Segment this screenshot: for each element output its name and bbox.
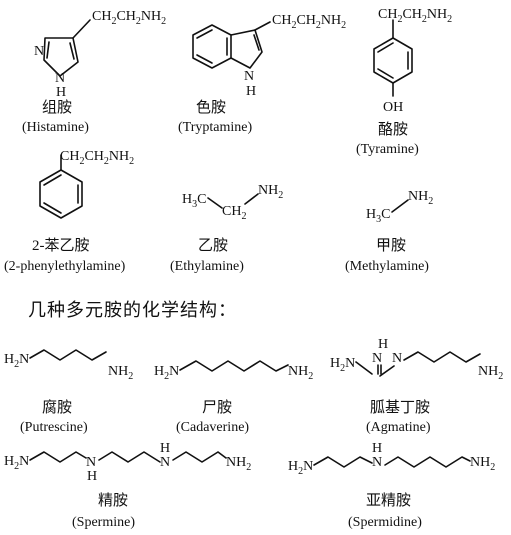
histamine-sidechain: CH2CH2NH2 (92, 9, 166, 27)
spermidine-chain-1 (313, 456, 373, 468)
agmatine-h-label: H (378, 337, 388, 352)
cadaverine-h2n: H2N (154, 364, 179, 382)
spermine-cn-name: 精胺 (98, 492, 128, 509)
ethylamine-h3c: H3C (182, 192, 206, 210)
spermidine-structure: H2N H N NH2 亚精胺 (Spermidine) (288, 441, 495, 530)
benzene-inner-bond-3 (377, 68, 394, 79)
ethylamine-cn-name: 乙胺 (198, 237, 228, 254)
indole-pyrrole-ring (230, 29, 263, 69)
ring-double-bond-2 (69, 42, 75, 60)
ethylamine-bond-1 (207, 197, 223, 209)
ethylamine-bond-2 (244, 193, 259, 205)
histamine-cn-name: 组胺 (42, 99, 72, 116)
putrescine-chain (29, 349, 107, 361)
spermine-n-left: N (86, 455, 96, 470)
putrescine-structure: H2N NH2 腐胺 (Putrescine) (4, 349, 133, 435)
agmatine-bond-1 (355, 361, 373, 375)
histamine-en-name: (Histamine) (22, 120, 89, 135)
ring-double-bond (46, 41, 50, 59)
tryptamine-en-name: (Tryptamine) (178, 120, 252, 135)
tyramine-en-name: (Tyramine) (356, 142, 419, 157)
spermine-chain-3 (172, 451, 227, 463)
agmatine-cn-name: 胍基丁胺 (370, 399, 430, 416)
agmatine-en-name: (Agmatine) (366, 420, 431, 435)
tryptamine-cn-name: 色胺 (196, 99, 226, 116)
imidazole-ring (43, 37, 79, 77)
tyramine-sidechain: CH2CH2NH2 (378, 7, 452, 25)
histamine-ring-nh: N (55, 71, 65, 86)
spermidine-h2n: H2N (288, 459, 313, 477)
tryptamine-structure: CH2CH2NH2 N H 色胺 (Tryptamine) (178, 13, 346, 135)
methylamine-cn-name: 甲胺 (376, 237, 406, 254)
pyrrole-double-bond (253, 34, 260, 51)
phenylethylamine-cn-name: 2-苯乙胺 (32, 237, 90, 254)
tyramine-oh: OH (383, 100, 403, 115)
spermidine-n: N (372, 455, 382, 470)
benzene-inner-bond-1 (377, 42, 394, 53)
ethylamine-nh2: NH2 (258, 183, 283, 201)
cadaverine-en-name: (Cadaverine) (176, 420, 249, 435)
benzene-inner-bond-3 (196, 54, 213, 64)
histamine-ring-n: N (34, 44, 44, 59)
methylamine-nh2: NH2 (408, 189, 433, 207)
sidechain-bond (72, 19, 91, 39)
tyramine-structure: CH2CH2NH2 OH 酪胺 (Tyramine) (356, 7, 452, 157)
putrescine-en-name: (Putrescine) (20, 420, 88, 435)
methylamine-h3c: H3C (366, 207, 390, 225)
agmatine-structure: H N H2N N NH2 胍基丁胺 (Agmatine) (330, 337, 503, 435)
spermidine-h: H (372, 441, 382, 456)
spermine-h-left: H (87, 469, 97, 484)
indole-benzene-ring (192, 24, 232, 69)
agmatine-chain (403, 351, 481, 363)
putrescine-h2n: H2N (4, 352, 29, 370)
phenylethylamine-en-name: (2-phenylethylamine) (4, 259, 126, 274)
benzene-inner-bond-1 (43, 174, 62, 186)
agmatine-nh-label: N (372, 351, 382, 366)
phenylethylamine-sidechain: CH2CH2NH2 (60, 149, 134, 167)
cadaverine-structure: H2N NH2 尸胺 (Cadaverine) (154, 360, 313, 435)
spermine-structure: H2N N H H N NH2 精胺 (Spermine) (4, 441, 251, 530)
tyramine-cn-name: 酪胺 (378, 121, 408, 138)
agmatine-nh2: NH2 (478, 364, 503, 382)
spermidine-chain-2 (384, 456, 471, 468)
spermidine-en-name: (Spermidine) (348, 515, 422, 530)
ethylamine-structure: H3C CH2 NH2 乙胺 (Ethylamine) (170, 183, 283, 274)
cadaverine-nh2: NH2 (288, 364, 313, 382)
histamine-structure: CH2CH2NH2 N N H 组胺 (Histamine) (22, 9, 166, 135)
spermine-h2n: H2N (4, 454, 29, 472)
agmatine-n-label: N (392, 351, 402, 366)
spermine-chain-2 (98, 451, 161, 463)
methylamine-en-name: (Methylamine) (345, 259, 429, 274)
ethylamine-ch2: CH2 (222, 204, 246, 222)
agmatine-bond-2 (379, 365, 395, 377)
agmatine-h2n-top: H2N (330, 356, 355, 374)
putrescine-cn-name: 腐胺 (42, 398, 72, 416)
spermine-en-name: (Spermine) (72, 515, 135, 530)
ethylamine-en-name: (Ethylamine) (170, 259, 244, 274)
spermine-n-right: N (160, 455, 170, 470)
spermidine-nh2: NH2 (470, 455, 495, 473)
sidechain-bond (254, 21, 271, 31)
spermine-nh2: NH2 (226, 455, 251, 473)
tryptamine-ring-h: H (246, 84, 256, 99)
benzene-ring (39, 169, 83, 219)
benzene-ring (373, 37, 413, 84)
benzene-inner-bond-3 (43, 202, 62, 214)
benzene-inner-bond-1 (196, 29, 213, 39)
methylamine-bond (391, 199, 409, 213)
tryptamine-sidechain: CH2CH2NH2 (272, 13, 346, 31)
phenylethylamine-structure: CH2CH2NH2 2-苯乙胺 (2-phenylethylamine) (4, 149, 134, 274)
methylamine-structure: H3C NH2 甲胺 (Methylamine) (345, 189, 433, 274)
spermine-h-right: H (160, 441, 170, 456)
tryptamine-ring-n: N (244, 69, 254, 84)
putrescine-nh2: NH2 (108, 364, 133, 382)
spermidine-cn-name: 亚精胺 (366, 492, 411, 509)
histamine-ring-h: H (56, 85, 66, 100)
section-heading: 几种多元胺的化学结构： (28, 300, 237, 320)
cadaverine-cn-name: 尸胺 (202, 399, 232, 416)
cadaverine-chain (179, 360, 289, 372)
spermine-chain-1 (29, 451, 87, 463)
